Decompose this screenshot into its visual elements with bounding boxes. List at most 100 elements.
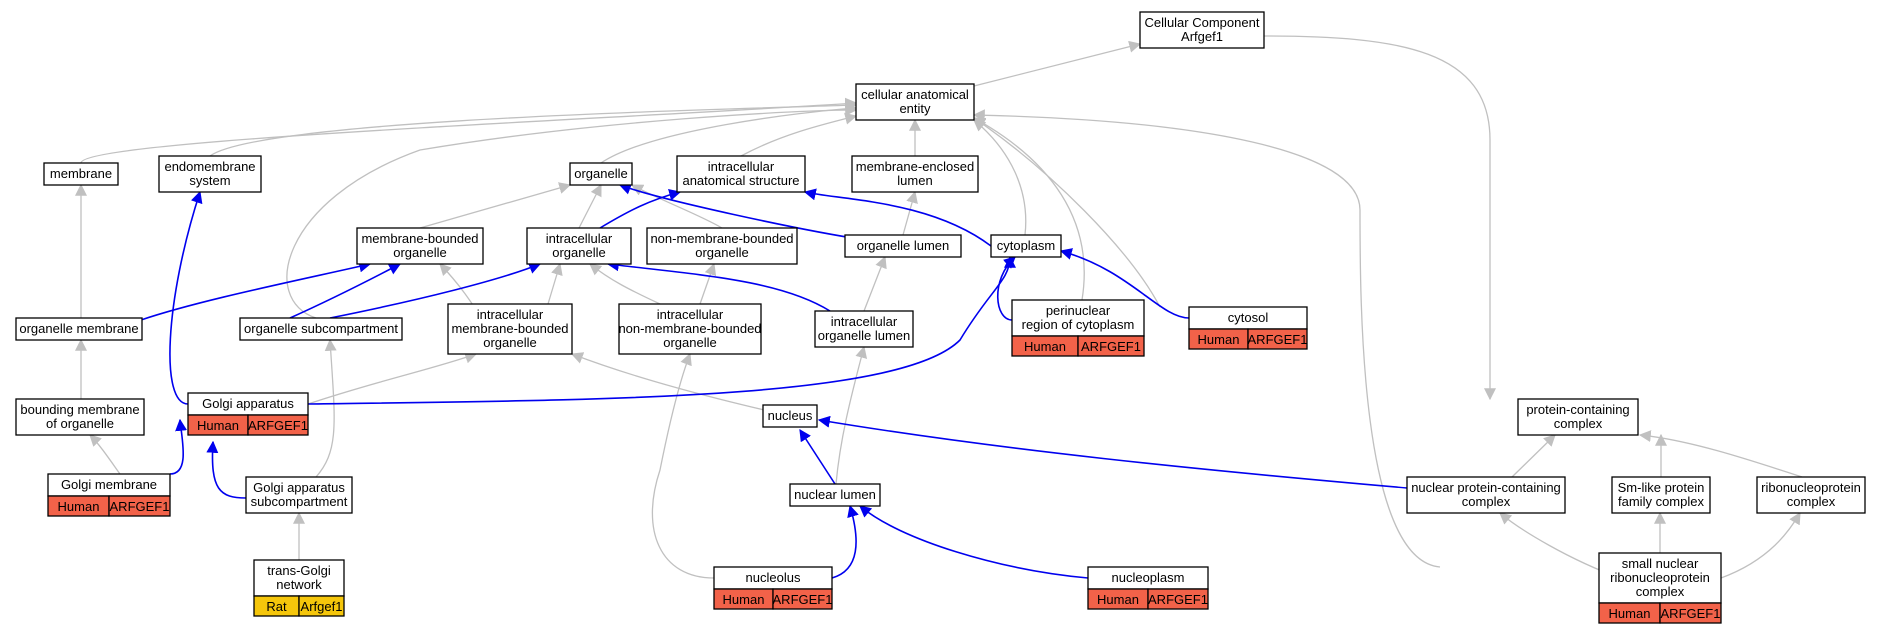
go-term-box [676,155,806,193]
go-term-box [1517,398,1639,436]
go-term-box [15,317,143,341]
go-term-box [1611,476,1711,514]
go-term-label: anatomical structure [682,173,799,188]
species-label: Human [1198,332,1240,347]
go-term-label: region of cytoplasm [1022,317,1135,332]
is-a-edge-13 [578,183,602,229]
part-of-edge-38 [169,190,203,405]
species-label: Human [1097,592,1139,607]
is-a-edge-23 [863,255,887,312]
is-a-edge-15 [902,190,918,236]
human-annotation-cell [772,588,833,610]
go-term-box [789,483,881,507]
go-term-node-osub[interactable]: organelle subcompartment [239,317,403,341]
part-of-edge-52 [817,415,1408,489]
go-term-node-membrane[interactable]: membrane [43,162,119,186]
part-of-edge-36 [169,418,188,475]
go-term-label: intracellular [477,307,544,322]
go-term-node-organelle[interactable]: organelle [569,162,633,186]
part-of-edge-39 [307,255,1016,405]
is-a-edge-0 [973,40,1142,87]
human-annotation-cell [1147,588,1209,610]
part-of-edge-51 [859,505,1089,579]
go-term-label: organelle [393,245,447,260]
is-a-edge-2 [80,97,858,164]
go-term-label: of organelle [46,416,114,431]
gene-label: ARFGEF1 [1248,332,1308,347]
go-term-box [1756,476,1866,514]
go-term-label: organelle lumen [857,238,950,253]
is-a-edge-21 [589,263,661,305]
go-term-label: organelle [574,166,628,181]
go-term-node-olumen[interactable]: organelle lumen [844,234,962,258]
go-term-label: organelle subcompartment [244,321,398,336]
go-term-box [1406,476,1566,514]
go-term-node-nlumen[interactable]: nuclear lumen [789,483,881,507]
part-of-edge-46 [329,262,542,319]
is-a-edge-34 [1720,511,1801,579]
gene-label: ARFGEF1 [1081,339,1141,354]
go-term-label: Arfgef1 [1181,29,1223,44]
go-term-node-cyto[interactable]: cytoplasm [990,234,1062,258]
go-term-box [990,234,1062,258]
go-term-box [158,155,262,193]
go-term-label: network [276,577,322,592]
go-term-label: non-membrane-bounded [650,231,793,246]
is-a-edge-9 [973,117,1161,308]
is-a-edge-5 [740,112,858,157]
go-term-label: protein-containing [1526,402,1629,417]
go-term-node-nucleus[interactable]: nucleus [762,404,818,428]
go-term-box [814,310,914,348]
is-a-edge-28 [315,338,337,478]
go-term-box [762,404,818,428]
go-term-box [526,227,632,265]
go-term-label: nuclear lumen [794,487,876,502]
go-term-label: small nuclear [1622,556,1699,571]
is-a-edge-14 [630,184,723,229]
go-term-label: Sm-like protein [1618,480,1705,495]
species-label: Rat [266,599,287,614]
go-term-node-snrnp[interactable]: small nuclearribonucleoproteincomplexHum… [1598,552,1722,624]
part-of-edge-50 [831,504,859,579]
go-term-label: perinuclear [1046,303,1111,318]
is-a-edge-24 [835,345,868,485]
go-term-box [855,83,975,121]
go-term-label: nucleolus [746,570,801,585]
gene-label: ARFGEF1 [1148,592,1208,607]
go-term-node-omem[interactable]: organelle membrane [15,317,143,341]
human-annotation-cell [247,414,309,436]
go-term-label: membrane-enclosed [856,159,975,174]
species-label: Human [197,418,239,433]
part-of-edge-43 [618,183,866,241]
go-term-box [1011,299,1145,337]
go-term-node-inmbo[interactable]: intracellularnon-membrane-boundedorganel… [618,303,762,355]
is-a-edge-10 [972,109,1441,568]
go-term-label: complex [1787,494,1836,509]
part-of-edge-40 [996,256,1016,321]
go-term-box [43,162,119,186]
